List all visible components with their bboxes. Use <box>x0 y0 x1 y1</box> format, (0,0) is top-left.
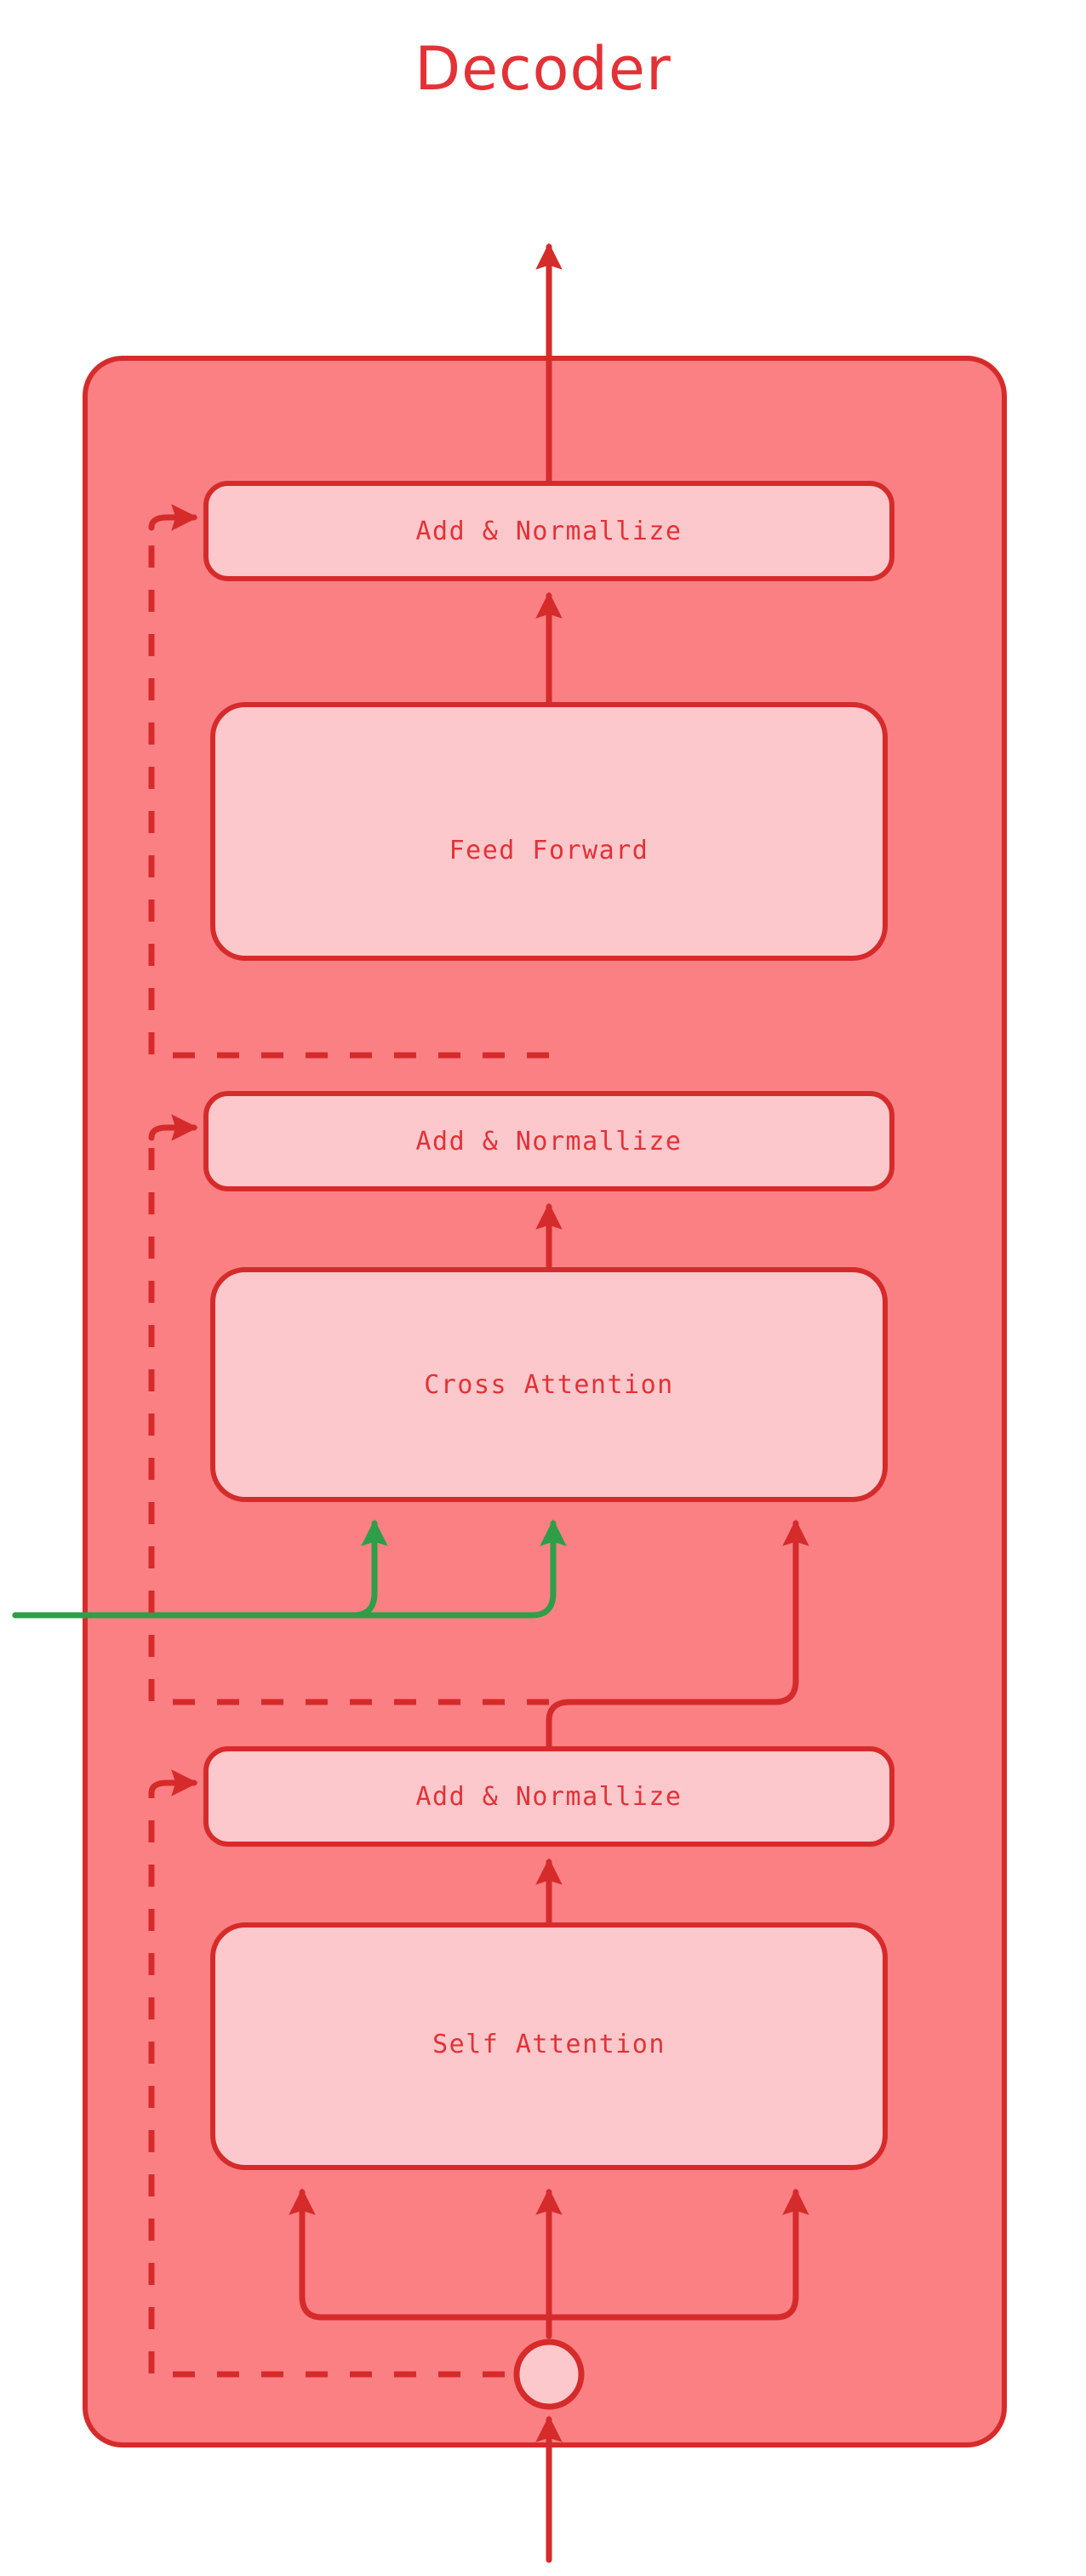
block-self-attention <box>210 1922 888 2170</box>
block-label-add-norm-top: Add & Normallize <box>416 517 683 546</box>
arrow-addnorm-bottom-to-crossattention-q <box>546 1519 809 1799</box>
block-feed-forward <box>210 702 888 961</box>
block-label-self-attention: Self Attention <box>432 2030 666 2059</box>
input-split-circle <box>513 2339 585 2410</box>
block-cross-attention <box>210 1267 888 1502</box>
residual-arrow-bottom <box>148 1769 198 1796</box>
block-add-norm-bottom <box>203 1746 895 1847</box>
residual-dashed-middle <box>148 1138 549 1705</box>
encoder-memory-arrow-v <box>12 1519 567 1619</box>
block-label-add-norm-bottom: Add & Normallize <box>416 1782 683 1812</box>
arrow-junction-to-selfattention-v <box>546 2188 809 2321</box>
block-label-feed-forward: Feed Forward <box>449 836 649 865</box>
residual-arrow-top <box>148 504 198 531</box>
block-add-norm-top <box>203 481 895 581</box>
block-label-cross-attention: Cross Attention <box>424 1370 673 1400</box>
page-title: Decoder <box>414 34 672 104</box>
arrow-junction-to-selfattention-k <box>289 2188 552 2321</box>
residual-arrow-middle <box>148 1114 198 1141</box>
block-add-norm-middle <box>203 1091 895 1191</box>
block-label-add-norm-middle: Add & Normallize <box>416 1127 683 1157</box>
